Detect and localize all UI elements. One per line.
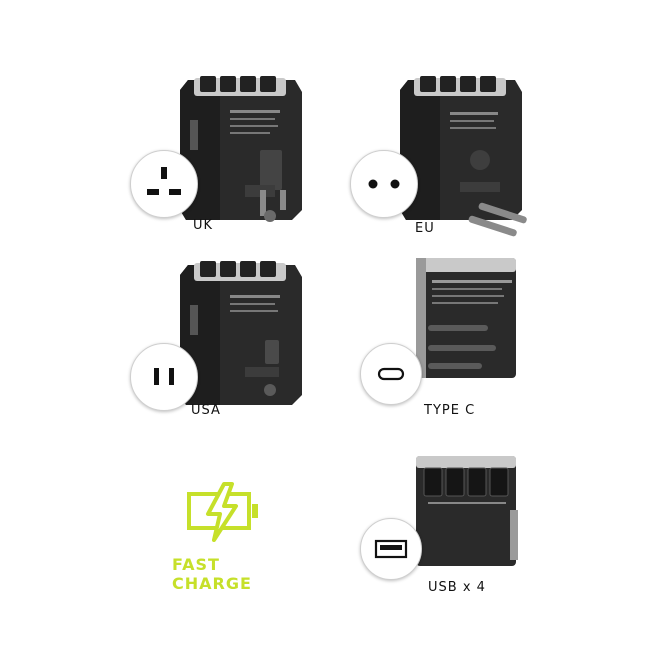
usa-label: USA [191, 403, 221, 418]
usa-socket-icon [154, 368, 174, 385]
type-c-port-circle [360, 343, 422, 405]
panel-fast-charge: FAST CHARGE [170, 470, 300, 593]
usb-a-port-icon [374, 539, 408, 559]
panel-type-c: TYPE C [340, 255, 550, 425]
usa-socket-circle [130, 343, 198, 411]
usb-x4-label: USB x 4 [428, 580, 486, 595]
travel-adapter-side [416, 258, 516, 378]
panel-uk: UK [120, 70, 330, 240]
battery-bolt-icon [187, 482, 258, 542]
usb-a-port-circle [360, 518, 422, 580]
uk-socket-circle [130, 150, 198, 218]
panel-usb-x4: USB x 4 [340, 450, 550, 620]
uk-socket-icon [147, 167, 181, 195]
eu-socket-icon [368, 179, 400, 189]
eu-socket-circle [350, 150, 418, 218]
uk-label: UK [193, 218, 214, 233]
type-c-label: TYPE C [424, 403, 476, 418]
travel-adapter-usb-side [416, 456, 518, 566]
panel-eu: EU [340, 70, 550, 240]
travel-adapter-usa [180, 261, 302, 405]
eu-label: EU [415, 221, 435, 236]
fast-charge-label: FAST CHARGE [172, 555, 252, 593]
panel-usa: USA [120, 255, 330, 425]
usb-c-port-icon [377, 367, 405, 381]
travel-adapter-uk [180, 76, 302, 222]
